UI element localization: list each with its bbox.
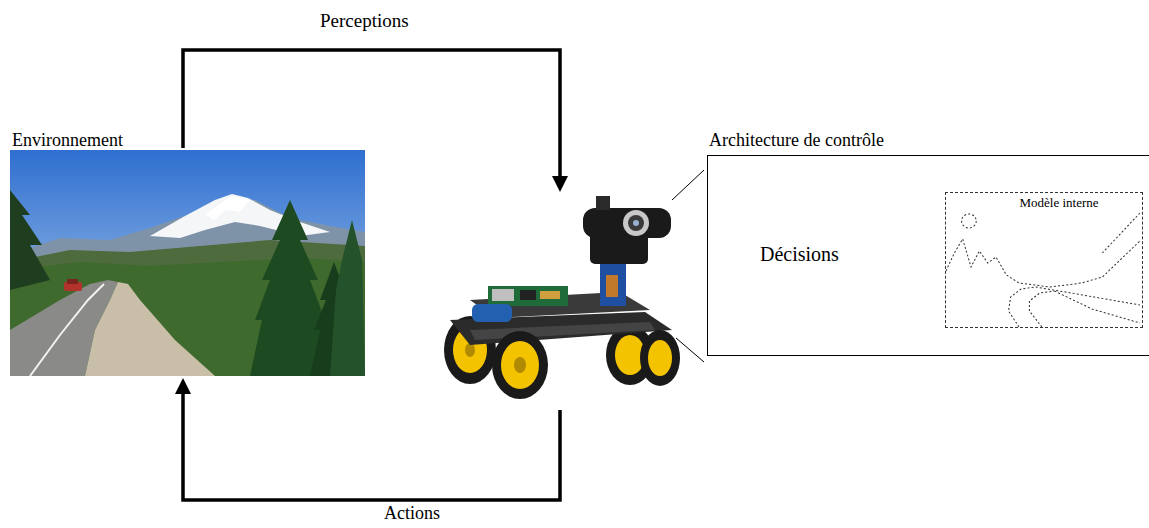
landscape-photo-part [67,279,78,284]
robot-car-part [492,331,548,399]
loop-arrows-part [183,50,560,178]
landscape-photo-part [85,282,215,376]
zoom-lines-part [672,170,704,200]
robot-car-part [514,357,526,373]
robot-car-part [633,220,639,226]
robot-car-part [583,208,671,238]
zoom-lines [672,170,704,362]
landscape-photo-part [330,220,365,376]
robot-car-part [623,210,649,236]
sketch-line [1036,287,1140,305]
model-sketch [946,193,1142,327]
robot-car-part [520,290,536,300]
landscape-photo-part [30,284,104,376]
node-heading: Environnement [12,130,404,151]
decisions-label: Décisions [760,243,839,266]
robot-car-part [596,196,610,210]
zoom-lines-part [676,338,704,362]
internal-model-box: Modèle interne [945,192,1143,328]
loop-arrows-part [552,176,568,192]
robot-car-part [465,343,475,357]
robot-car-part [492,289,514,301]
landscape-photo-part [10,150,365,376]
sketch-line [1102,213,1140,253]
node-heading: Modèle interne [976,196,1142,211]
landscape-photo [10,150,365,376]
robot-car-part [600,262,626,306]
robot-car [444,196,680,399]
sketch-line [962,214,977,228]
sketch-line [1029,291,1054,327]
robot-car-part [501,341,539,389]
loop-arrows [175,50,568,500]
robot-car-part [470,322,655,340]
robot-car-part [606,275,618,297]
node-heading: Architecture de contrôle [709,130,1149,151]
robot-car-part [488,286,568,306]
sketch-line [1054,291,1139,323]
loop-arrows-part [175,378,191,394]
robot-car-part [648,340,672,376]
loop-arrows-part [183,392,560,500]
landscape-photo-part [205,196,250,220]
sketch-line [946,239,1140,287]
landscape-photo-part [10,190,50,290]
environment-photo: Environnement [10,130,404,377]
robot-car-part [628,215,644,231]
robot-car-part [472,304,512,322]
perceptions-label: Perceptions [320,10,409,32]
sketch-line [1009,287,1036,327]
robot-car-part [540,291,560,299]
robot-car-part [640,330,680,386]
actions-label: Actions [384,503,440,524]
